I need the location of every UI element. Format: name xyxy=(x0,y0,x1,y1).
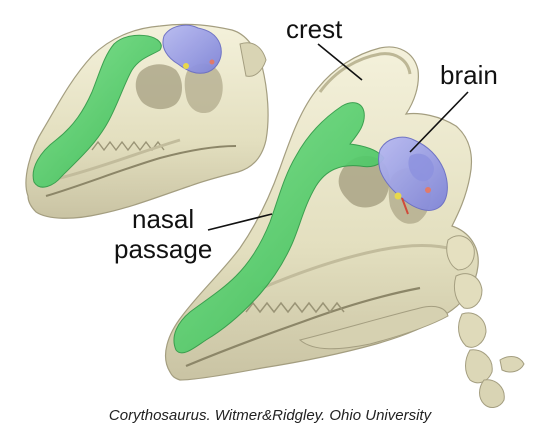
small-skull-orbit xyxy=(135,64,182,110)
small-brain xyxy=(162,24,222,74)
vertebra xyxy=(453,273,483,309)
large-brain-vessel xyxy=(425,187,431,193)
brain-label: brain xyxy=(440,60,498,90)
vertebra-spine xyxy=(499,356,525,373)
vertebra xyxy=(465,349,493,384)
small-brain-nerve xyxy=(183,63,189,69)
nasal-passage-label-line1: nasal xyxy=(132,204,194,234)
small-skull-jaw xyxy=(45,145,237,197)
brain-leader-line xyxy=(409,91,469,153)
crest-leader-line xyxy=(317,43,363,81)
small-skull-ridge xyxy=(59,138,181,180)
large-skull-jaw xyxy=(185,286,421,368)
vertebra xyxy=(458,312,487,348)
small-brain-vessel xyxy=(209,59,215,65)
nasal-passage-label-line2: passage xyxy=(114,234,212,264)
small-skull xyxy=(25,23,269,219)
vertebra xyxy=(479,379,505,408)
large-brain-nerve xyxy=(394,192,402,200)
large-skull-crest-edge xyxy=(318,52,412,93)
large-nasal-passage xyxy=(173,102,385,354)
large-skull-lower-jaw xyxy=(298,305,449,350)
vertebra xyxy=(446,235,475,271)
small-skull-projection xyxy=(239,42,267,77)
small-nasal-passage xyxy=(32,34,162,188)
large-brain-lobe xyxy=(408,153,434,182)
neck-vertebrae xyxy=(446,235,525,408)
crest-label: crest xyxy=(286,14,343,44)
credit-caption: Corythosaurus. Witmer&Ridgley. Ohio Univ… xyxy=(109,407,433,424)
small-skull-fenestra xyxy=(184,63,223,114)
large-brain-vessel-branch xyxy=(401,197,409,215)
large-skull-cheek-ridge xyxy=(261,244,457,290)
large-skull-orbit xyxy=(338,155,390,208)
nasal-passage-leader-line xyxy=(207,213,273,231)
large-skull xyxy=(164,46,525,408)
large-skull-tooth-row xyxy=(245,301,345,314)
